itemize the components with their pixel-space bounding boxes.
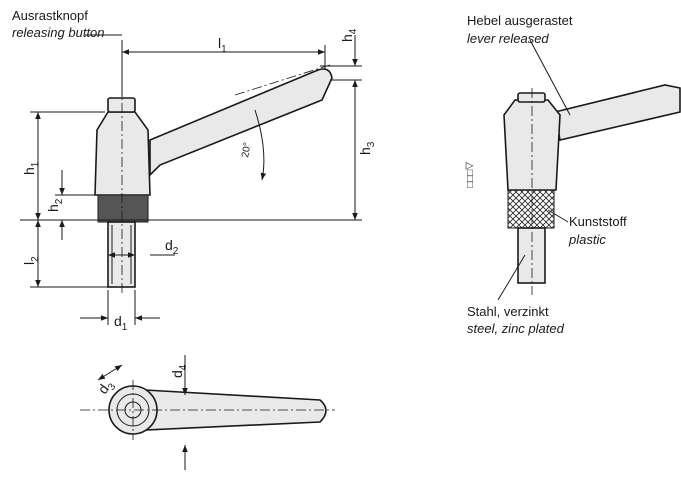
label-steel-de: Stahl, verzinkt [467,304,549,319]
label-lever-released-en: lever released [467,31,549,46]
knurl-ring [97,194,149,223]
top-view [80,355,335,470]
release-button [107,97,136,113]
dim-d1: d1 [114,313,128,333]
dim-d4: d4 [169,364,189,378]
label-steel-en: steel, zinc plated [467,321,565,336]
lever-top [144,389,327,431]
label-plastic-de: Kunststoff [569,214,627,229]
label-lever-released-de: Hebel ausgerastet [467,13,573,28]
side-view-locked [20,34,362,325]
angle-label: 20° [240,142,253,159]
lever-arm-released [554,84,681,141]
dim-l2: l2 [21,256,41,265]
label-release-button-en: releasing button [12,25,105,40]
surface-symbol: △□□□ [464,162,475,188]
lever-arm [149,68,333,177]
plastic-knurl [507,189,555,229]
dim-h4: h4 [339,28,359,42]
dim-h1: h1 [21,161,41,175]
dim-d2: d2 [165,237,179,257]
dim-h3: h3 [357,141,377,155]
label-release-button-de: Ausrastknopf [12,8,88,23]
dim-l1: l1 [218,35,227,55]
side-view-released [497,39,681,301]
steel-stud [517,227,546,284]
label-plastic-en: plastic [568,232,606,247]
dim-h2: h2 [45,198,65,212]
knob-body [94,111,151,196]
